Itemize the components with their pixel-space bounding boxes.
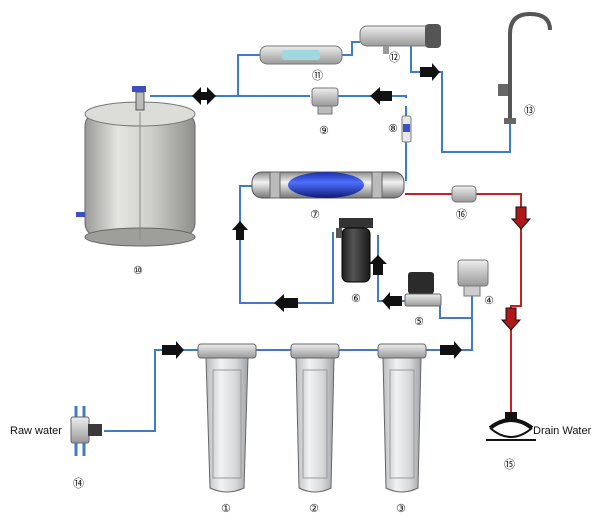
low-pressure-switch xyxy=(457,259,489,297)
drain-arrows xyxy=(500,206,532,331)
pipe-tee-to-11 xyxy=(237,54,260,96)
arrow-drain-2 xyxy=(500,307,522,331)
marker-9: ⑨ xyxy=(319,124,329,137)
marker-4: ④ xyxy=(484,294,494,307)
marker-7: ⑦ xyxy=(310,208,320,221)
arrow-after-filter3 xyxy=(440,341,462,359)
ro-membrane xyxy=(251,171,405,199)
pipe-6-to-7 xyxy=(239,185,334,304)
pipe-4-to-5 xyxy=(439,298,473,319)
raw-water-valve xyxy=(70,406,102,456)
check-valve xyxy=(401,115,412,143)
drain-water-label: Drain Water xyxy=(533,425,592,437)
pipe-8-to-9 xyxy=(338,95,407,98)
marker-5: ⑤ xyxy=(414,315,424,328)
drain-pipe xyxy=(405,193,522,412)
arrow-loop-left xyxy=(274,294,298,312)
carbon-filter-housing-1 xyxy=(290,343,340,493)
arrow-drain-1 xyxy=(510,206,532,230)
marker-16: ⑯ xyxy=(456,208,467,221)
post-carbon-filter xyxy=(259,45,343,65)
marker-12: ⑫ xyxy=(389,51,400,64)
marker-11: ⑪ xyxy=(312,69,323,82)
uv-sterilizer xyxy=(359,24,441,54)
arrow-to-faucet xyxy=(420,63,440,81)
pipe-11-to-12 xyxy=(342,41,360,56)
marker-3: ③ xyxy=(396,502,406,515)
raw-water-label: Raw water xyxy=(10,425,62,437)
carbon-filter-housing-2 xyxy=(377,343,427,493)
arrow-5-to-6 xyxy=(382,292,402,310)
drain-saddle xyxy=(486,412,536,441)
marker-1: ① xyxy=(221,502,231,515)
faucet xyxy=(498,11,552,124)
arrow-up-6 xyxy=(369,255,387,275)
marker-6: ⑥ xyxy=(351,292,361,305)
arrow-up-7 xyxy=(232,221,248,240)
marker-2: ② xyxy=(309,502,319,515)
flow-restrictor xyxy=(451,185,477,203)
storage-tank xyxy=(76,86,196,247)
marker-14: ⑭ xyxy=(73,477,84,490)
arrow-inlet xyxy=(162,341,184,359)
marker-8: ⑧ xyxy=(388,122,398,135)
pipe-inlet xyxy=(104,349,205,432)
auto-shutoff-valve xyxy=(311,87,339,115)
marker-10: ⑩ xyxy=(133,264,143,277)
pipe-12-to-faucet xyxy=(410,44,511,153)
solenoid-valve xyxy=(404,272,442,307)
flow-arrows xyxy=(162,63,462,359)
sediment-filter-housing xyxy=(197,343,257,493)
booster-pump xyxy=(336,218,373,283)
marker-13: ⑬ xyxy=(524,104,535,117)
arrow-to-9 xyxy=(370,87,392,105)
marker-15: ⑮ xyxy=(504,458,515,471)
arrow-bidirectional xyxy=(192,87,216,105)
